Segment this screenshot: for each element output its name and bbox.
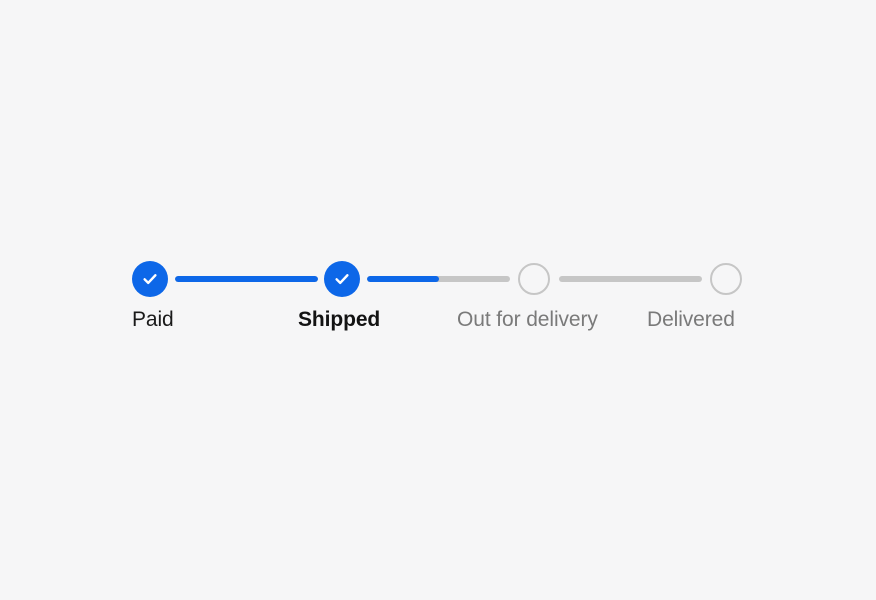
connector-fill (175, 276, 318, 282)
stepper-labels: Paid Shipped Out for delivery Delivered (132, 306, 744, 336)
step-node-shipped[interactable] (324, 261, 360, 297)
step-node-paid[interactable] (132, 261, 168, 297)
connector-paid-to-shipped (175, 276, 318, 282)
connector-out-for-delivery-to-delivered (559, 276, 702, 282)
step-node-delivered[interactable] (710, 263, 742, 295)
step-label-delivered: Delivered (647, 308, 735, 331)
step-label-paid: Paid (132, 308, 174, 331)
check-icon (333, 270, 351, 288)
step-node-out-for-delivery[interactable] (518, 263, 550, 295)
stepper-track (132, 261, 744, 297)
order-status-stepper: Paid Shipped Out for delivery Delivered (132, 261, 744, 341)
connector-shipped-to-out-for-delivery (367, 276, 510, 282)
check-icon (141, 270, 159, 288)
connector-fill (367, 276, 439, 282)
step-label-shipped: Shipped (298, 308, 381, 331)
step-label-out-for-delivery: Out for delivery (457, 308, 598, 331)
